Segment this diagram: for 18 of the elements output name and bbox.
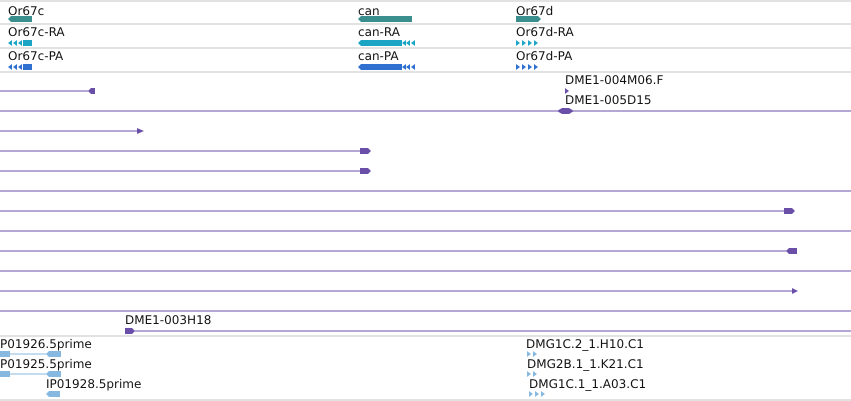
feature-label: IP01928.5prime [46, 377, 142, 391]
feature-label: P01925.5prime [0, 357, 92, 371]
feature-label: P01926.5prime [0, 337, 92, 351]
feature-label: Or67d-PA [516, 49, 572, 63]
feature-label: DME1-003H18 [125, 313, 212, 327]
feature-label: Or67d-RA [516, 25, 574, 39]
feature-label: DMG2B.1_1.K21.C1 [527, 357, 644, 371]
feature-label: Or67c-PA [8, 49, 64, 63]
feature-label: DME1-004M06.F [565, 73, 664, 87]
feature-label: can [358, 4, 380, 18]
feature-label: Or67c [8, 4, 44, 18]
feature-label: Or67c-RA [8, 25, 65, 39]
feature-label: can-RA [358, 25, 400, 39]
feature-label: DMG1C.1_1.A03.C1 [529, 377, 646, 391]
feature-label: Or67d [516, 4, 554, 18]
feature-label: DMG1C.2_1.H10.C1 [526, 337, 644, 351]
feature-label: can-PA [358, 49, 399, 63]
feature-label: DME1-005D15 [565, 93, 652, 107]
